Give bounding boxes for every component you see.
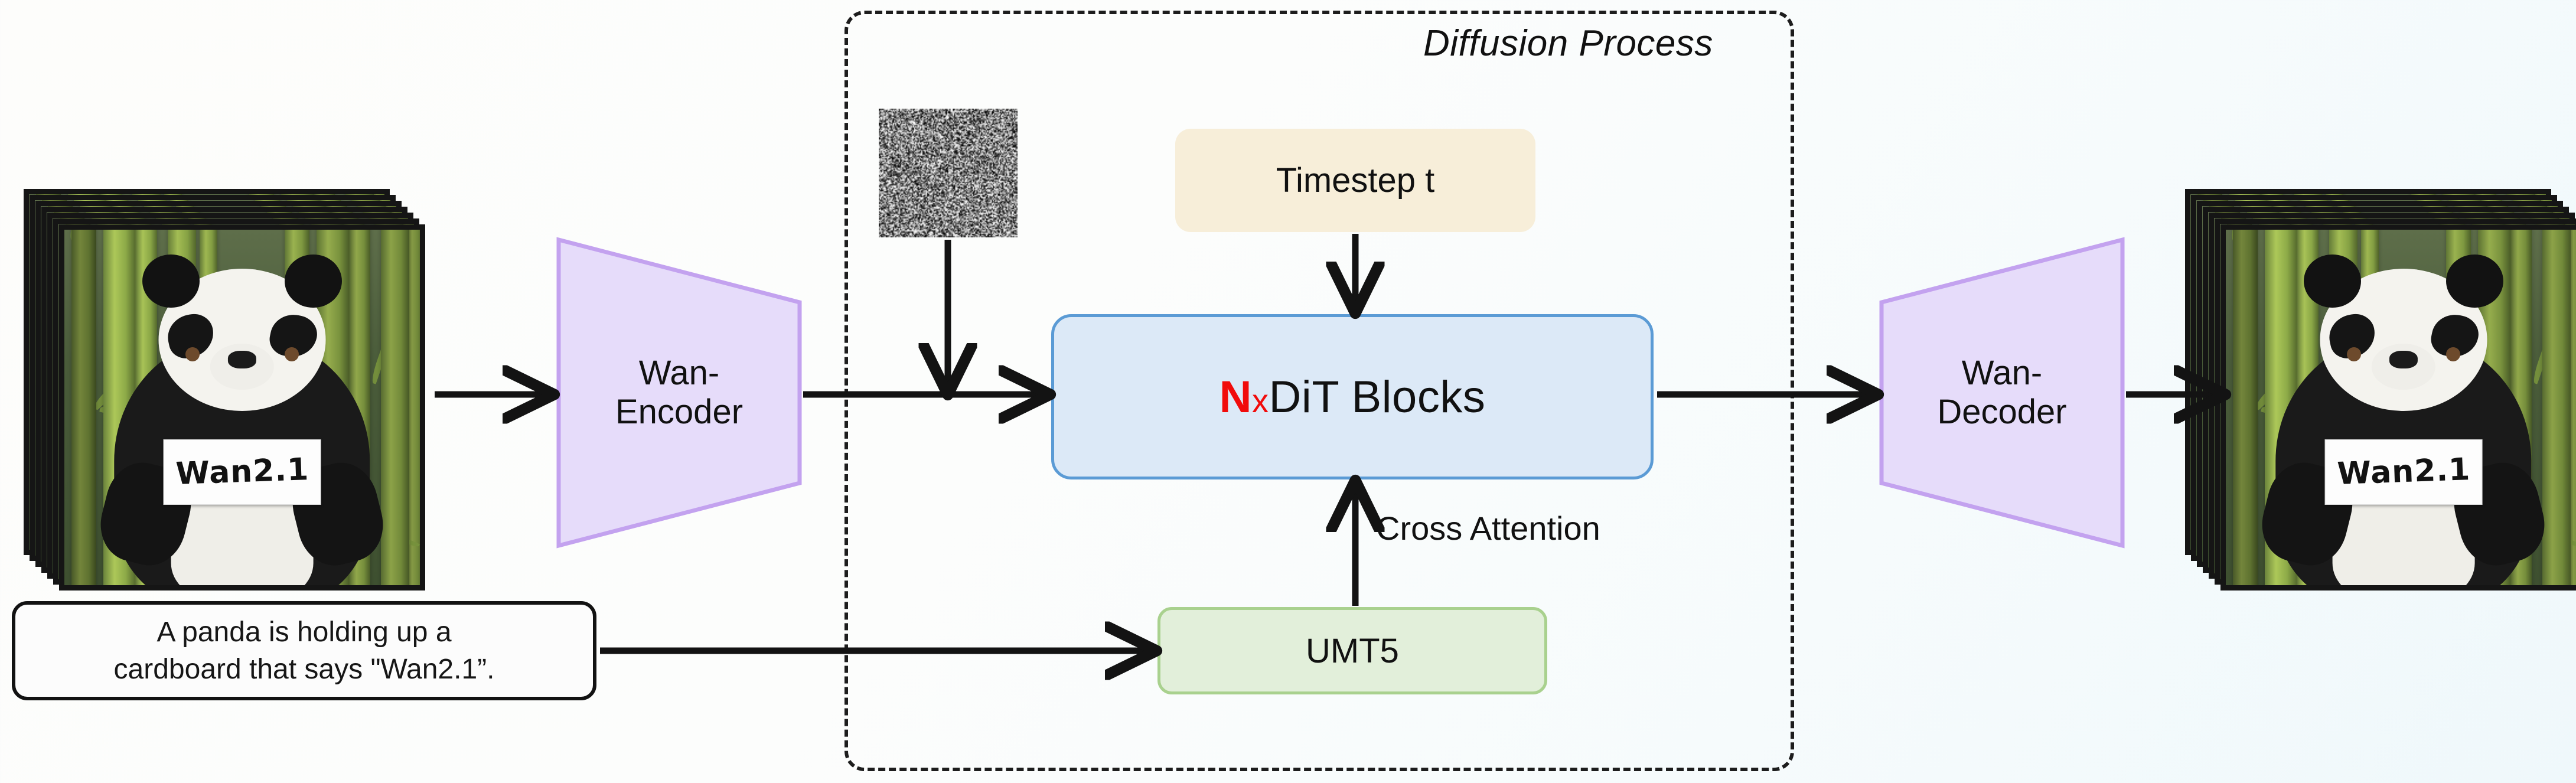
wan-decoder-label: Wan- Decoder	[1878, 236, 2126, 549]
dit-blocks-label: NxDiT Blocks	[1219, 371, 1486, 423]
output-frame-stack: Wan2.1	[2185, 189, 2576, 590]
umt5-label: UMT5	[1306, 631, 1399, 670]
panda-sign-text: Wan2.1	[2336, 452, 2471, 492]
panda-sign: Wan2.1	[2324, 439, 2483, 505]
encoder-line-2: Encoder	[615, 393, 744, 431]
encoder-line-1: Wan-	[638, 353, 720, 392]
umt5-text-encoder-box[interactable]: UMT5	[1157, 607, 1547, 694]
output-frame-top: Wan2.1	[2220, 224, 2576, 590]
wan-decoder-block[interactable]: Wan- Decoder	[1878, 236, 2126, 549]
timestep-label: Timestep t	[1276, 161, 1435, 200]
prompt-text-box[interactable]: A panda is holding up a cardboard that s…	[12, 601, 596, 700]
input-frame-stack: Wan2.1	[24, 189, 425, 590]
input-frame-top: Wan2.1	[59, 224, 425, 590]
panda-sign: Wan2.1	[163, 439, 321, 505]
decoder-line-2: Decoder	[1937, 393, 2067, 431]
gaussian-noise-latent	[879, 109, 1018, 237]
prompt-line-2: cardboard that says "Wan2.1”.	[113, 654, 495, 685]
timestep-box[interactable]: Timestep t	[1175, 129, 1535, 232]
dit-blocks-text: DiT Blocks	[1269, 371, 1486, 422]
panda-sign-text: Wan2.1	[175, 452, 309, 492]
wan-encoder-label: Wan- Encoder	[555, 236, 803, 549]
cross-attention-label: Cross Attention	[1376, 510, 1600, 547]
panda-scene: Wan2.1	[64, 230, 420, 585]
dit-blocks-box[interactable]: NxDiT Blocks	[1051, 314, 1654, 479]
panda-scene: Wan2.1	[2226, 230, 2576, 585]
wan-encoder-block[interactable]: Wan- Encoder	[555, 236, 803, 549]
diffusion-process-region	[844, 11, 1794, 771]
dit-repeat-count: N	[1219, 371, 1253, 422]
diffusion-process-label: Diffusion Process	[1423, 23, 1713, 64]
decoder-line-1: Wan-	[1961, 353, 2043, 392]
prompt-line-1: A panda is holding up a	[156, 616, 452, 648]
trapezoid-shape	[556, 237, 802, 549]
dit-multiply-symbol: x	[1252, 381, 1269, 419]
